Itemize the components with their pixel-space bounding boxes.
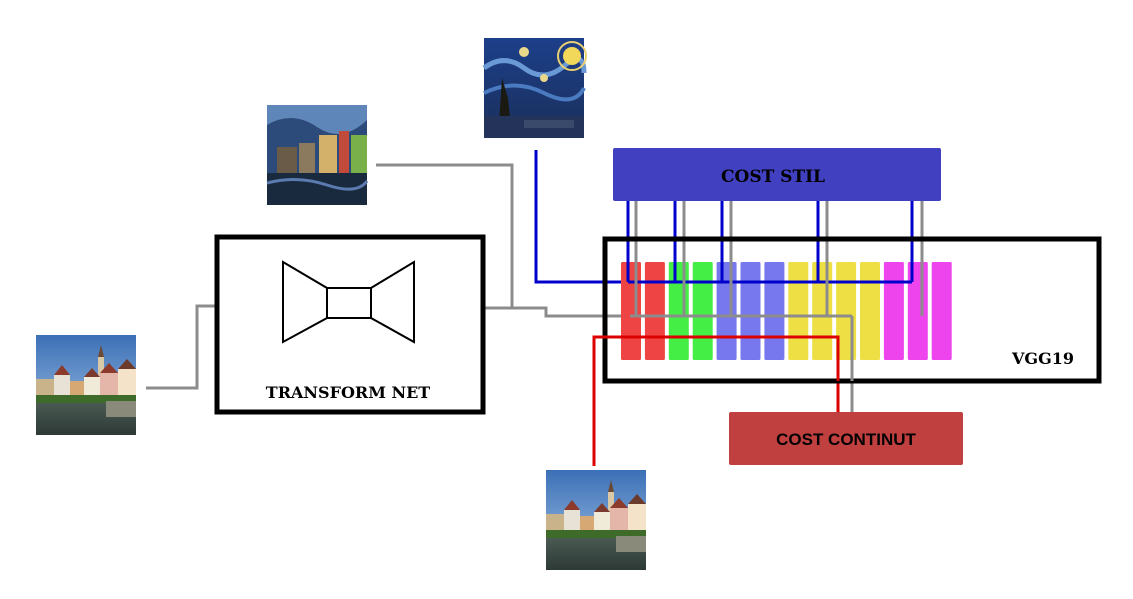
cost-style-label: COST STIL bbox=[721, 167, 825, 187]
transform-output-wire bbox=[427, 306, 630, 318]
vgg-block-conv3 bbox=[764, 262, 785, 360]
vgg-block-conv3 bbox=[716, 262, 737, 360]
vgg-layer-blocks bbox=[621, 262, 952, 360]
vgg-block-conv4 bbox=[812, 262, 833, 360]
vgg-block-conv5 bbox=[931, 262, 952, 360]
vgg-block-conv2 bbox=[668, 262, 689, 360]
transform-net-label: TRANSFORM NET bbox=[266, 383, 430, 402]
vgg-block-conv4 bbox=[860, 262, 880, 360]
transform-net-box bbox=[214, 234, 486, 415]
cost-content-label: COST CONTINUT bbox=[776, 430, 916, 449]
vgg-block-conv5 bbox=[883, 262, 904, 360]
autoencoder-icon bbox=[282, 260, 415, 344]
vgg-block-conv2 bbox=[692, 262, 713, 360]
cost-style-box bbox=[613, 148, 941, 201]
content-photo-icon bbox=[546, 470, 646, 570]
input-photo-icon bbox=[36, 335, 136, 435]
stylized-output-wire bbox=[376, 163, 514, 308]
content-wire-overlay bbox=[594, 335, 840, 381]
vgg-label: VGG19 bbox=[1011, 349, 1074, 368]
vgg-block-conv3 bbox=[740, 262, 761, 360]
vgg-block-conv1 bbox=[644, 262, 665, 360]
vgg-block-conv1 bbox=[621, 262, 641, 360]
stylized-photo-icon bbox=[266, 105, 369, 205]
starry-night-icon bbox=[482, 38, 587, 138]
vgg-block-conv4 bbox=[788, 262, 809, 360]
cost-content-box bbox=[729, 412, 963, 465]
style-taps-overlay bbox=[626, 258, 924, 381]
